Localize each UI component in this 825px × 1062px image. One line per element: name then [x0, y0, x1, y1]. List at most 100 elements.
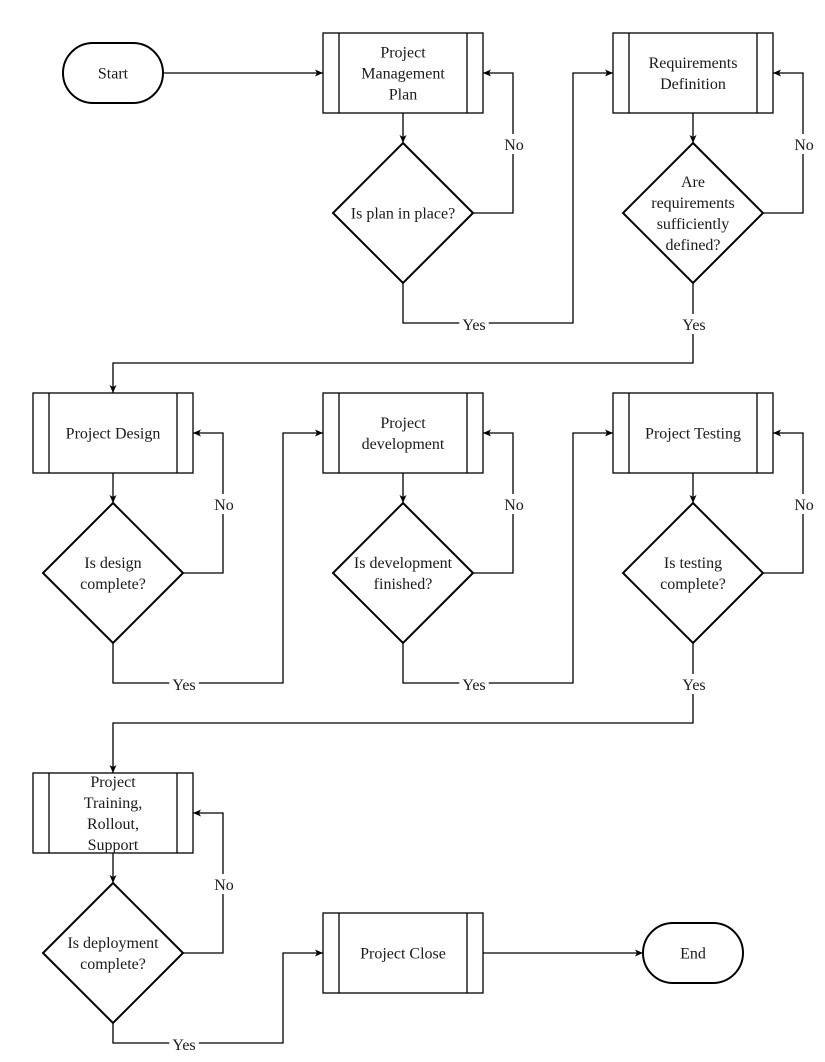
node-label-line: Plan	[389, 87, 417, 104]
node-d-dev[interactable]: Is development finished?	[331, 501, 475, 645]
node-d-deploy[interactable]: Is deployment complete?	[41, 881, 185, 1025]
edge-label-text: Yes	[682, 317, 705, 334]
node-label-line: Project	[90, 774, 136, 791]
node-close[interactable]: Project Close	[322, 912, 484, 994]
edge-label-no: No	[213, 874, 235, 894]
decision-shape	[621, 501, 765, 645]
edge-label-no: No	[503, 134, 525, 154]
node-d-req[interactable]: Are requirements sufficiently defined?	[621, 141, 765, 285]
process-shape	[32, 772, 194, 854]
node-label-line: complete?	[80, 956, 146, 973]
node-label-line: Start	[98, 66, 129, 83]
connector-d_design-to-dev	[112, 429, 323, 684]
node-label-line: Rollout,	[87, 816, 139, 833]
node-label-line: Is development	[354, 555, 453, 572]
node-start[interactable]: Start	[62, 42, 164, 104]
node-label-line: Is plan in place?	[351, 206, 455, 223]
edge-label-no: No	[503, 494, 525, 514]
node-label-line: Is design	[84, 555, 141, 572]
edge-label-background	[459, 674, 489, 694]
edge-label-text: Yes	[172, 677, 195, 694]
node-label-line: finished?	[374, 576, 433, 593]
edge-label-background	[169, 674, 199, 694]
edge-label-text: No	[504, 137, 524, 154]
edge-label-background	[503, 134, 525, 154]
node-label-line: defined?	[665, 237, 720, 254]
decision-shape	[621, 141, 765, 285]
edge-label-text: No	[794, 137, 814, 154]
decision-shape	[331, 501, 475, 645]
process-shape	[322, 32, 484, 114]
process-shape	[612, 32, 774, 114]
node-label-line: Requirements	[649, 55, 738, 72]
node-d-plan[interactable]: Is plan in place?	[331, 141, 475, 285]
edge-label-no: No	[793, 134, 815, 154]
decision-shape	[41, 881, 185, 1025]
edge-label-text: Yes	[172, 1037, 195, 1054]
node-d-design[interactable]: Is design complete?	[41, 501, 185, 645]
node-label-line: Project Close	[360, 946, 446, 963]
process-shape	[322, 392, 484, 474]
process-shape	[322, 912, 484, 994]
edge-label-yes: Yes	[459, 674, 489, 694]
node-label-line: Is deployment	[67, 935, 159, 952]
edge-label-text: No	[794, 497, 814, 514]
edge-label-background	[679, 674, 709, 694]
connector-d_deploy-to-close	[112, 949, 323, 1044]
edge-label-background	[169, 1034, 199, 1054]
edge-label-yes: Yes	[459, 314, 489, 334]
edge-label-background	[679, 314, 709, 334]
edge-label-text: No	[214, 877, 234, 894]
node-label-line: Is testing	[664, 555, 722, 572]
decision-shape	[41, 501, 185, 645]
node-label-line: sufficiently	[657, 216, 730, 233]
edge-label-text: Yes	[682, 677, 705, 694]
node-label-line: Support	[88, 837, 139, 854]
edge-label-text: No	[504, 497, 524, 514]
edge-label-text: Yes	[462, 317, 485, 334]
edge-label-yes: Yes	[679, 674, 709, 694]
node-label-line: complete?	[660, 576, 726, 593]
edge-label-yes: Yes	[679, 314, 709, 334]
node-test[interactable]: Project Testing	[612, 392, 774, 474]
node-label-line: Project Testing	[645, 426, 741, 443]
node-label-line: Project	[380, 415, 426, 432]
edge-label-no: No	[793, 494, 815, 514]
edge-label-background	[503, 494, 525, 514]
edge-label-text: No	[214, 497, 234, 514]
node-label-line: Project	[380, 45, 426, 62]
edge-label-background	[459, 314, 489, 334]
edge-label-background	[793, 494, 815, 514]
edge-label-text: Yes	[462, 677, 485, 694]
node-label-line: development	[362, 436, 445, 453]
node-label-line: Project Design	[66, 426, 161, 443]
edge-label-yes: Yes	[169, 674, 199, 694]
edge-label-background	[213, 874, 235, 894]
edge-label-yes: Yes	[169, 1034, 199, 1054]
decision-shape	[331, 141, 475, 285]
edge-label-no: No	[213, 494, 235, 514]
node-dev[interactable]: Project development	[322, 392, 484, 474]
edge-label-background	[793, 134, 815, 154]
node-label-line: End	[680, 946, 706, 963]
node-label-line: requirements	[651, 195, 735, 212]
process-shape	[612, 392, 774, 474]
node-label-line: Management	[361, 66, 445, 83]
process-shape	[32, 392, 194, 474]
node-label-line: Are	[681, 174, 705, 191]
connector-d_plan-to-req	[402, 69, 613, 324]
node-design[interactable]: Project Design	[32, 392, 194, 474]
terminator-shape	[642, 922, 744, 984]
terminator-shape	[62, 42, 164, 104]
node-d-test[interactable]: Is testing complete?	[621, 501, 765, 645]
connector-d_dev-to-test	[402, 429, 613, 684]
node-end[interactable]: End	[642, 922, 744, 984]
node-label-line: complete?	[80, 576, 146, 593]
node-label-line: Training,	[84, 795, 143, 812]
